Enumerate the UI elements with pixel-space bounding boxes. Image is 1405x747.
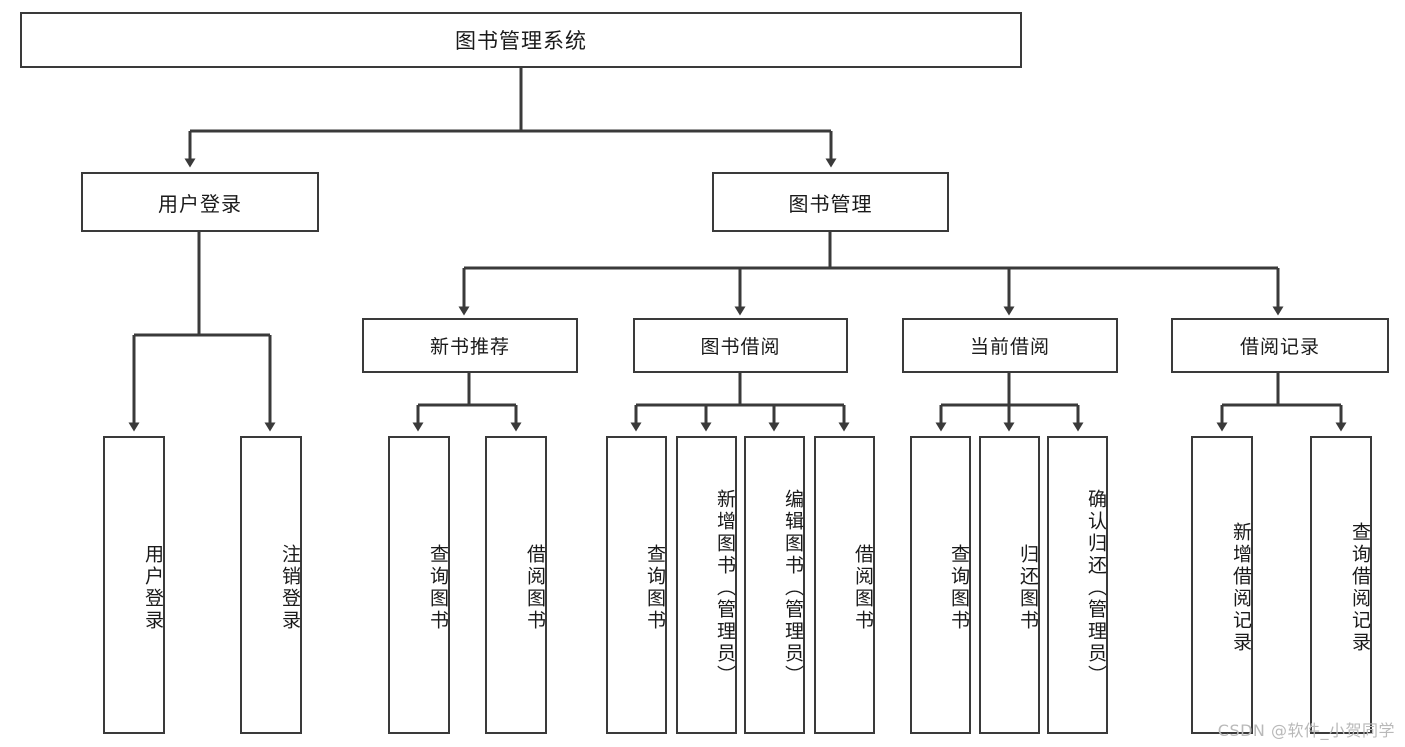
leaf-record-query-label: 查询借阅记录: [1349, 522, 1371, 654]
leaf-user-login[interactable]: 用户登录: [103, 436, 165, 734]
leaf-borrow-query[interactable]: 查询图书: [606, 436, 667, 734]
node-current-borrow[interactable]: 当前借阅: [902, 318, 1118, 373]
leaf-user-logout-label: 注销登录: [279, 544, 301, 632]
node-root[interactable]: 图书管理系统: [20, 12, 1022, 68]
leaf-borrow-edit[interactable]: 编辑图书（管理员）: [744, 436, 805, 734]
watermark: CSDN @软件_小贺同学: [1217, 721, 1395, 740]
node-new-book-label: 新书推荐: [429, 336, 510, 358]
leaf-current-query[interactable]: 查询图书: [910, 436, 971, 734]
node-book-manage[interactable]: 图书管理: [712, 172, 949, 232]
leaf-current-query-label: 查询图书: [948, 544, 970, 632]
leaf-borrow-borrow-label: 借阅图书: [852, 544, 874, 632]
leaf-newbook-query-label: 查询图书: [427, 544, 449, 632]
leaf-borrow-borrow[interactable]: 借阅图书: [814, 436, 875, 734]
leaf-current-return[interactable]: 归还图书: [979, 436, 1040, 734]
node-borrow[interactable]: 图书借阅: [633, 318, 848, 373]
node-user-login[interactable]: 用户登录: [81, 172, 319, 232]
node-book-manage-label: 图书管理: [788, 191, 873, 216]
leaf-newbook-borrow[interactable]: 借阅图书: [485, 436, 547, 734]
node-root-label: 图书管理系统: [455, 29, 587, 53]
leaf-current-return-label: 归还图书: [1017, 544, 1039, 632]
leaf-newbook-borrow-label: 借阅图书: [524, 544, 546, 632]
leaf-borrow-query-label: 查询图书: [644, 544, 666, 632]
leaf-borrow-add-label: 新增图书（管理员）: [714, 489, 736, 687]
leaf-record-add[interactable]: 新增借阅记录: [1191, 436, 1253, 734]
node-user-login-label: 用户登录: [158, 191, 242, 216]
leaf-user-logout[interactable]: 注销登录: [240, 436, 302, 734]
leaf-current-confirm[interactable]: 确认归还（管理员）: [1047, 436, 1108, 734]
leaf-current-confirm-label: 确认归还（管理员）: [1085, 489, 1107, 687]
leaf-borrow-add[interactable]: 新增图书（管理员）: [676, 436, 737, 734]
node-new-book[interactable]: 新书推荐: [362, 318, 578, 373]
node-borrow-label: 图书借阅: [700, 336, 781, 358]
leaf-user-login-label: 用户登录: [142, 544, 164, 632]
leaf-record-add-label: 新增借阅记录: [1230, 522, 1252, 654]
node-borrow-record-label: 借阅记录: [1239, 336, 1320, 358]
leaf-newbook-query[interactable]: 查询图书: [388, 436, 450, 734]
leaf-record-query[interactable]: 查询借阅记录: [1310, 436, 1372, 734]
node-current-borrow-label: 当前借阅: [969, 336, 1050, 358]
node-borrow-record[interactable]: 借阅记录: [1171, 318, 1389, 373]
leaf-borrow-edit-label: 编辑图书（管理员）: [782, 489, 804, 687]
